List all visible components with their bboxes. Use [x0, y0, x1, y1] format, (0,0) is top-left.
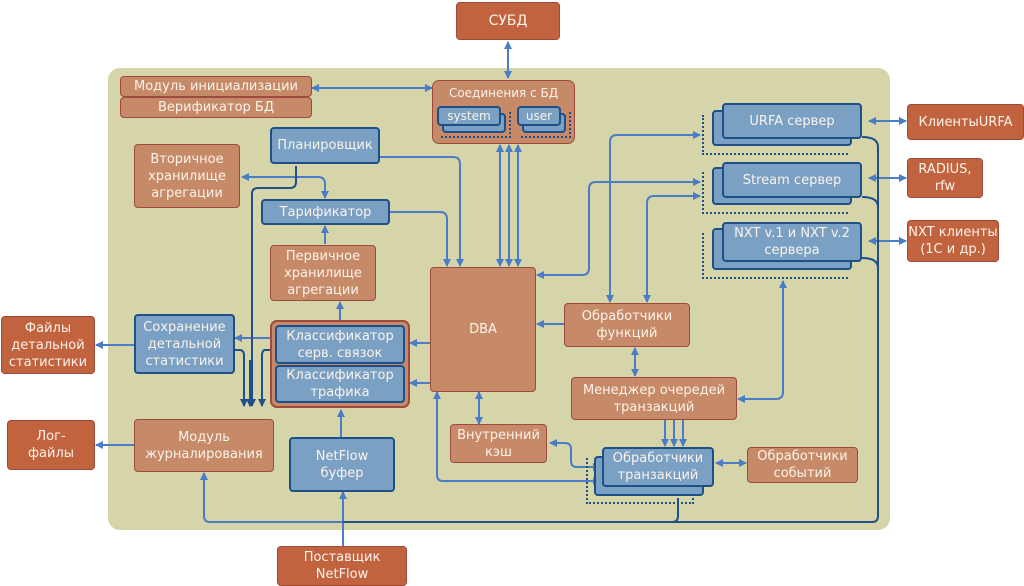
- system-pool-outline: [441, 112, 511, 138]
- arrow-classifier-logging: [258, 349, 275, 407]
- log-files-box: Лог- файлы: [7, 420, 95, 470]
- conn-system-box: system: [437, 106, 501, 126]
- dbms-box: СУБД: [456, 2, 560, 40]
- bus-servers-logging: [343, 136, 879, 523]
- internal-cache-box: Внутренний кэш: [450, 424, 547, 463]
- traffic-classifier-box: Классификатор трафика: [275, 365, 405, 403]
- tarifficator-box: Тарификатор: [261, 199, 390, 225]
- stream-server-box: Stream сервер: [722, 162, 862, 198]
- service-classifier-box: Классификатор серв. связок: [275, 325, 405, 364]
- urfa-clients-box: КлиентыURFA: [907, 104, 1024, 140]
- conn-user-box: user: [517, 106, 561, 126]
- netflow-provider-box: Поставщик NetFlow: [277, 546, 407, 586]
- arrow-scheduler-dba: [376, 156, 464, 267]
- logging-module-box: Модуль журналирования: [134, 419, 274, 472]
- secondary-storage-box: Вторичное хранилище агрегации: [134, 144, 240, 208]
- arrow-stream-func: [643, 192, 701, 303]
- function-handlers-box: Обработчики функций: [564, 303, 690, 347]
- arrow-scheduler-secondary: [241, 166, 297, 181]
- primary-storage-box: Первичное хранилище агрегации: [270, 245, 376, 301]
- arrow-scheduler-tarif: [296, 176, 329, 199]
- netflow-buffer-box: NetFlow буфер: [289, 437, 395, 492]
- urfa-pool-outline: [702, 115, 848, 155]
- arrow-detail-logging: [235, 349, 248, 407]
- bus-stream: [861, 196, 879, 208]
- user-pool-outline: [521, 112, 571, 138]
- nxt-servers-box: NXT v.1 и NXT v.2 сервера: [722, 222, 862, 262]
- arrow-nxt-queue: [737, 280, 787, 403]
- nxt-pool-outline: [702, 233, 848, 279]
- arrow-stream-dba: [536, 178, 701, 279]
- detail-files-box: Файлы детальной статистики: [1, 316, 95, 374]
- stream-pool-outline: [702, 172, 848, 214]
- nxt-clients-box: NXT клиенты (1С и др.): [907, 220, 999, 262]
- arrow-dba-trans: [433, 391, 601, 485]
- event-handlers-box: Обработчики событий: [747, 447, 858, 483]
- detail-saver-box: Сохранение детальной статистики: [134, 314, 235, 374]
- arrow-scheduler-logging: [248, 166, 297, 407]
- bus-nxt: [861, 257, 879, 269]
- arrow-bottom-logging: [200, 472, 343, 523]
- transaction-handlers-box: Обработчики транзакций: [602, 447, 714, 487]
- radius-box: RADIUS, rfw: [907, 158, 983, 198]
- bus-trans: [671, 498, 679, 523]
- transaction-queue-manager-box: Менеджер очередей транзакций: [571, 377, 737, 420]
- arrow-urfa-func: [606, 131, 701, 303]
- arrow-tarif-dba: [390, 211, 451, 267]
- urfa-server-box: URFA сервер: [722, 103, 862, 139]
- db-verifier-box: Верификатор БД: [120, 97, 312, 118]
- dba-box: DBA: [430, 267, 536, 392]
- scheduler-box: Планировщик: [270, 127, 380, 164]
- init-module-box: Модуль инициализации: [120, 76, 312, 97]
